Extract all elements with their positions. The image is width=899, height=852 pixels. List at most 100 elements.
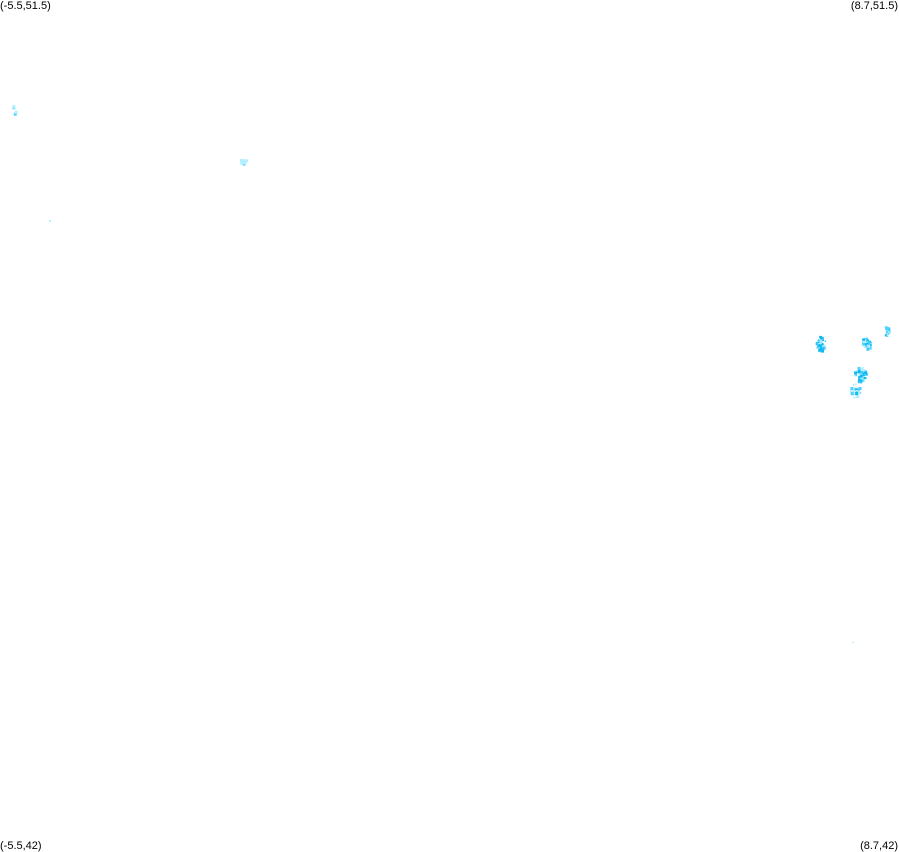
- radar-cell: [853, 384, 855, 386]
- radar-cell: [861, 366, 864, 369]
- radar-cell: [869, 340, 872, 343]
- radar-cell: [850, 387, 854, 390]
- radar-cell: [13, 107, 16, 110]
- radar-cell: [857, 369, 861, 373]
- radar-cell: [856, 390, 858, 392]
- radar-cell: [868, 342, 871, 345]
- radar-cell: [820, 343, 823, 346]
- radar-cell: [13, 112, 17, 116]
- radar-cell: [855, 370, 858, 373]
- radar-cell: [240, 159, 243, 162]
- radar-cell: [858, 389, 860, 391]
- radar-cell: [854, 383, 857, 386]
- radar-cell: [857, 373, 859, 375]
- radar-cell: [859, 392, 861, 394]
- radar-cell: [857, 366, 861, 370]
- radar-cell: [887, 327, 890, 330]
- radar-cell: [863, 377, 866, 379]
- radar-cell: [867, 344, 871, 348]
- radar-cell: [820, 347, 823, 350]
- radar-cell: [820, 336, 824, 340]
- radar-cell: [866, 348, 868, 350]
- radar-cell: [852, 641, 854, 643]
- radar-cell: [886, 335, 888, 337]
- radar-cell: [245, 159, 248, 163]
- radar-cell: [865, 340, 866, 342]
- radar-cell: [48, 220, 51, 223]
- radar-cell: [817, 343, 821, 347]
- radar-cell: [821, 342, 823, 344]
- radar-cell: [821, 339, 823, 341]
- radar-cell: [12, 104, 16, 108]
- radar-cell: [865, 347, 867, 348]
- radar-cell: [854, 388, 857, 391]
- radar-cell: [858, 378, 861, 381]
- radar-cell: [862, 372, 865, 375]
- radar-cell: [858, 375, 861, 378]
- radar-cell: [12, 107, 15, 110]
- radar-cell: [862, 338, 866, 342]
- radar-cell: [863, 345, 865, 347]
- radar-cell: [823, 346, 826, 350]
- radar-cell: [887, 329, 891, 333]
- radar-cell: [888, 333, 890, 335]
- radar-cell: [863, 369, 866, 372]
- radar-cell: [242, 159, 246, 163]
- radar-cell: [855, 392, 859, 396]
- radar-cell: [864, 343, 867, 346]
- radar-cell: [863, 344, 867, 348]
- radar-cell: [821, 349, 824, 353]
- radar-cell: [864, 370, 868, 374]
- radar-cell: [849, 389, 853, 393]
- radar-cell: [818, 338, 820, 339]
- radar-cell: [862, 343, 865, 346]
- corner-label-top-left: (-5.5,51.5): [0, 0, 51, 12]
- radar-cell: [819, 335, 823, 339]
- radar-cell: [819, 339, 823, 343]
- radar-cell: [855, 395, 859, 398]
- radar-cells-layer: [12, 104, 891, 643]
- radar-cell: [888, 331, 891, 334]
- radar-cell: [866, 341, 868, 343]
- radar-cell: [865, 345, 868, 348]
- radar-cell: [866, 342, 869, 345]
- radar-cell: [868, 347, 870, 349]
- radar-cell: [858, 387, 862, 390]
- radar-cell: [821, 345, 823, 347]
- radar-cell: [887, 335, 889, 337]
- radar-cell: [854, 394, 856, 395]
- radar-cell: [853, 396, 856, 399]
- radar-cell: [869, 344, 872, 347]
- radar-cell: [860, 368, 864, 372]
- radar-cell: [865, 337, 868, 340]
- radar-cell: [859, 374, 863, 378]
- radar-cell: [822, 337, 824, 339]
- radar-cell: [860, 371, 864, 375]
- radar-cell: [856, 388, 859, 391]
- radar-cell: [866, 339, 869, 342]
- radar-cell: [820, 345, 822, 348]
- radar-cell: [855, 373, 858, 376]
- radar-cell: [859, 381, 861, 383]
- radar-cell: [857, 390, 861, 394]
- radar-cell: [14, 110, 18, 114]
- radar-cell: [818, 348, 822, 352]
- radar-cell: [859, 380, 862, 383]
- radar-cell: [822, 345, 824, 347]
- radar-cell: [863, 373, 866, 376]
- radar-cell: [862, 374, 865, 377]
- radar-cell: [860, 392, 862, 393]
- radar-cell: [816, 342, 818, 344]
- radar-cell: [821, 343, 824, 346]
- radar-cell: [852, 390, 856, 394]
- radar-cell: [866, 347, 870, 351]
- radar-cell: [817, 340, 820, 343]
- radar-cell: [864, 341, 866, 343]
- radar-cell: [850, 392, 854, 396]
- radar-cell: [868, 344, 870, 346]
- radar-cell: [244, 162, 247, 165]
- corner-label-top-right: (8.7,51.5): [850, 0, 898, 12]
- corner-label-bottom-right: (8.7,42): [860, 840, 898, 852]
